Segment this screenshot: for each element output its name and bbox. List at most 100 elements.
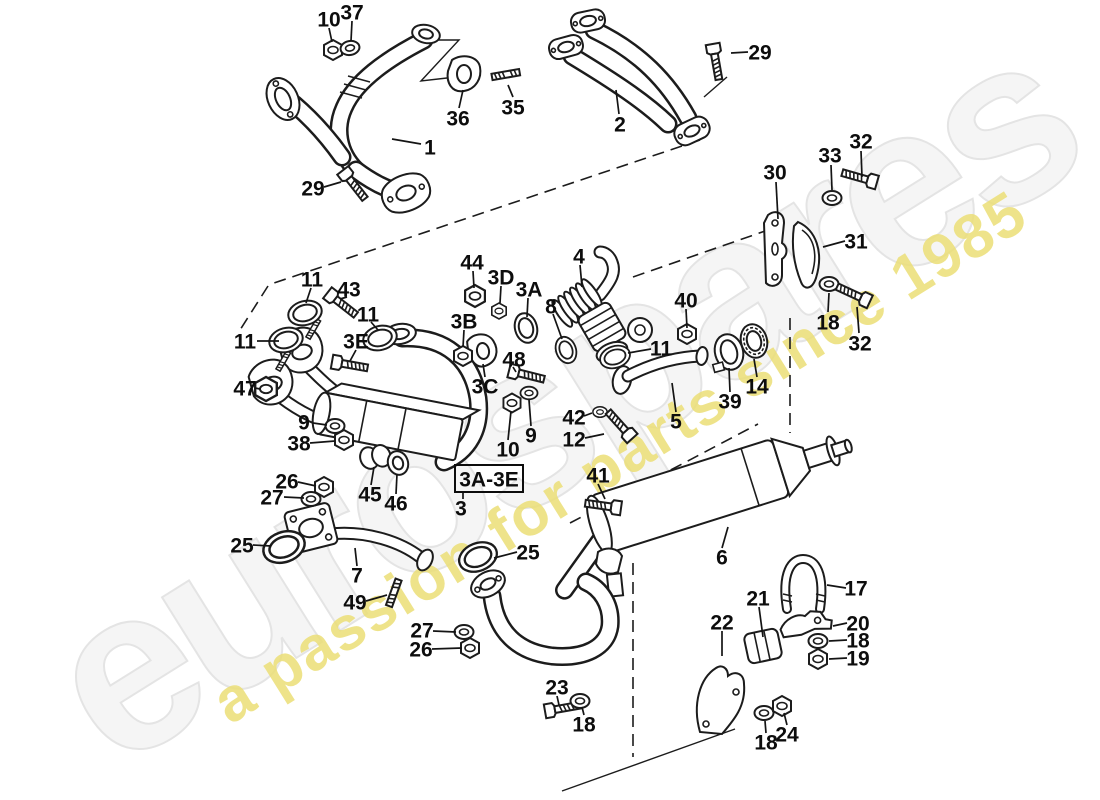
- callout-3A: 3A: [516, 279, 543, 302]
- callout-leader: [826, 584, 847, 589]
- callout-leader: [758, 606, 764, 638]
- callout-leader: [328, 27, 333, 43]
- callout-44: 44: [460, 252, 484, 275]
- part-3C-flange: [466, 333, 498, 368]
- callout-leader: [512, 366, 517, 373]
- callout-8: 8: [545, 296, 557, 319]
- callout-leader: [395, 473, 398, 495]
- callout-10: 10: [317, 9, 340, 32]
- callout-22: 22: [710, 612, 733, 635]
- callout-9: 9: [525, 425, 537, 448]
- part-6-muffler: [554, 435, 853, 600]
- callout-21: 21: [746, 588, 770, 611]
- part-22-bracket: [695, 665, 746, 736]
- callout-leader: [526, 297, 529, 318]
- callout-49: 49: [343, 592, 366, 615]
- part-31-bracket: [791, 220, 821, 289]
- seal-8: [551, 333, 581, 367]
- callout-6: 6: [716, 547, 728, 570]
- callout-leader: [721, 526, 729, 549]
- muffler-hanger-clamp: [594, 547, 625, 598]
- callout-20: 20: [846, 613, 869, 636]
- callout-leader: [462, 329, 465, 348]
- callout-29: 29: [301, 178, 324, 201]
- callout-leader: [528, 399, 532, 427]
- part-17-u-bolt: [780, 553, 827, 614]
- callout-32: 32: [849, 131, 872, 154]
- callout-leader: [507, 84, 514, 98]
- callout-leader: [349, 349, 357, 362]
- callout-10: 10: [496, 439, 519, 462]
- callout-leader: [671, 382, 677, 413]
- callout-leader: [323, 181, 342, 188]
- callout-leader: [339, 296, 348, 300]
- callout-23: 23: [545, 677, 568, 700]
- callout-leader: [584, 433, 605, 439]
- callout-46: 46: [384, 493, 407, 516]
- callout-leader: [764, 720, 767, 734]
- callout-leader: [627, 348, 652, 354]
- callout-33: 33: [818, 145, 841, 168]
- callout-47: 47: [233, 378, 256, 401]
- callout-14: 14: [745, 376, 769, 399]
- callout-18: 18: [572, 714, 596, 737]
- callout-leader: [370, 321, 379, 331]
- callout-leader: [499, 285, 502, 304]
- callout-leader: [370, 466, 375, 486]
- callout-38: 38: [287, 433, 311, 456]
- callout-leader: [579, 264, 583, 288]
- callout-24: 24: [775, 724, 799, 747]
- callout-18: 18: [754, 732, 778, 755]
- callout-9: 9: [298, 412, 310, 435]
- callout-leader: [493, 551, 518, 559]
- callout-leader: [615, 89, 620, 115]
- callout-leader: [828, 639, 848, 642]
- callout-41: 41: [586, 465, 610, 488]
- callout-leader: [365, 594, 388, 602]
- callout-32: 32: [848, 333, 871, 356]
- callout-leader: [552, 313, 563, 340]
- callout-11: 11: [357, 304, 380, 327]
- callout-3C: 3C: [472, 376, 499, 399]
- part-21-rubber-mount: [743, 627, 783, 665]
- callout-27: 27: [410, 620, 433, 643]
- callout-29: 29: [748, 42, 771, 65]
- callout-39: 39: [718, 391, 741, 414]
- callout-leader: [583, 412, 593, 417]
- callout-leader: [581, 706, 585, 716]
- callout-19: 19: [846, 648, 869, 671]
- part-1-front-pipe-left: [265, 23, 441, 214]
- callout-leader: [556, 695, 560, 706]
- callout-35: 35: [501, 97, 525, 120]
- callout-leader: [827, 292, 830, 313]
- callout-leader: [856, 306, 860, 334]
- part-7-pipe: [283, 502, 434, 572]
- callout-leader: [472, 270, 475, 289]
- callout-25: 25: [230, 535, 254, 558]
- callout-leader: [391, 138, 422, 145]
- callout-leader: [309, 440, 336, 444]
- ring-14: [739, 323, 769, 359]
- callout-leader: [482, 363, 486, 378]
- stud-35: [490, 67, 522, 82]
- callout-leader: [728, 367, 731, 393]
- gasket-3A: [510, 309, 542, 347]
- callout-leader: [354, 547, 358, 567]
- callout-leader: [828, 657, 848, 660]
- callout-11: 11: [650, 338, 673, 361]
- callout-leader: [830, 164, 833, 191]
- part-30-bracket: [762, 211, 788, 287]
- callout-31: 31: [844, 231, 868, 254]
- callout-leader: [730, 51, 749, 54]
- callout-leader: [305, 287, 312, 304]
- callout-leader: [458, 89, 464, 109]
- callout-5: 5: [670, 411, 682, 434]
- callout-43: 43: [337, 279, 360, 302]
- callout-26: 26: [409, 639, 432, 662]
- callout-leader: [252, 544, 272, 547]
- callout-3B: 3B: [451, 311, 478, 334]
- callout-45: 45: [358, 484, 382, 507]
- callout-leader: [597, 483, 606, 500]
